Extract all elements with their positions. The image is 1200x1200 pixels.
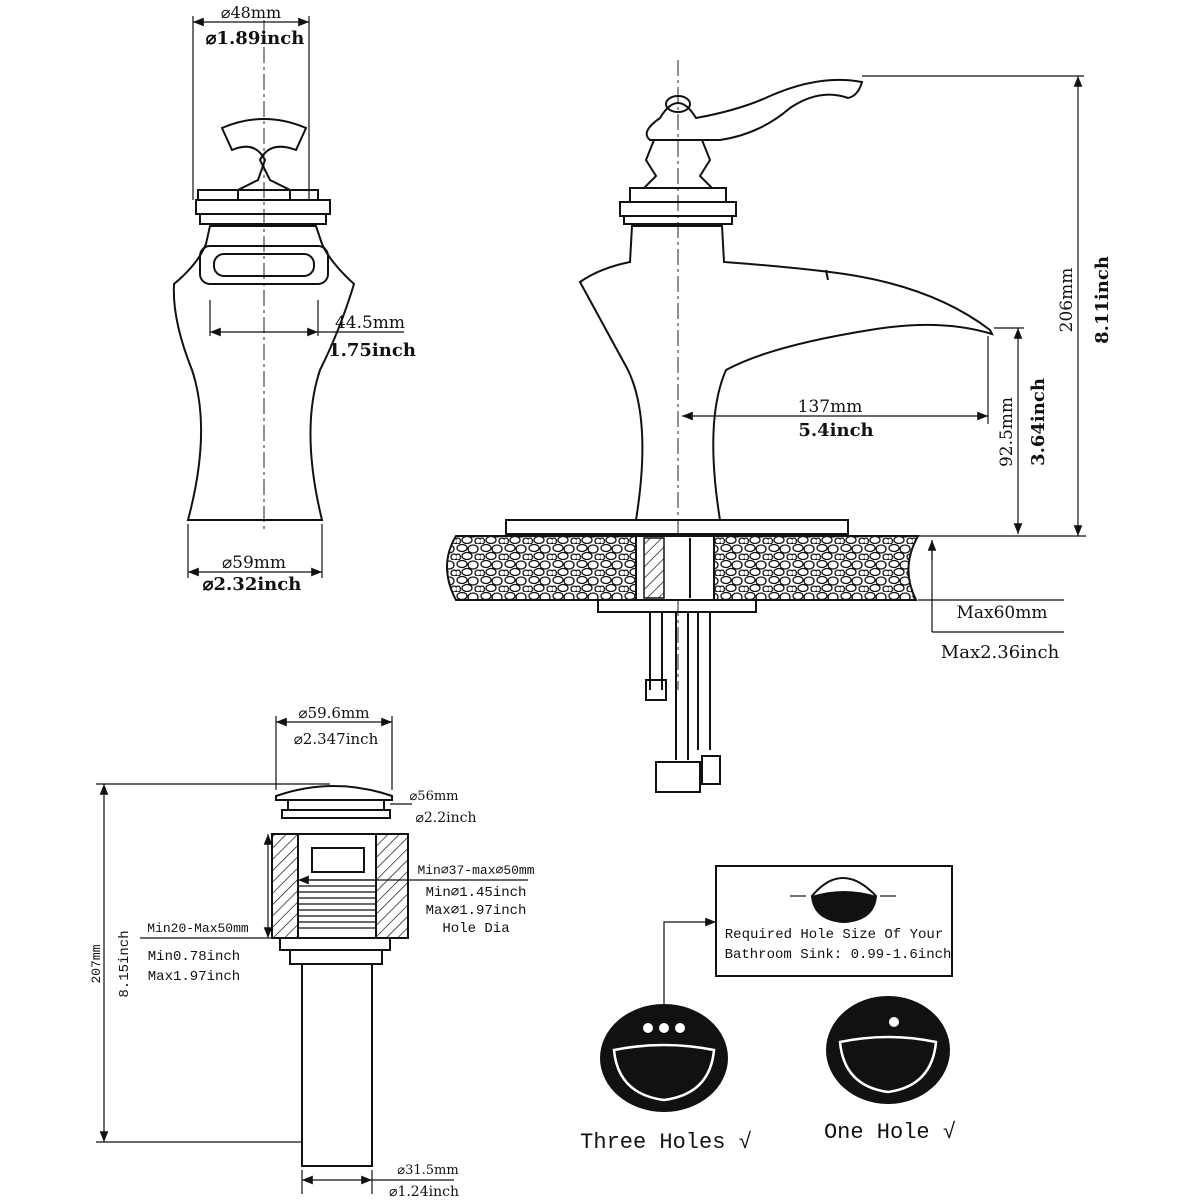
bolt-end <box>645 679 667 701</box>
drain-tail-dia-mm: ⌀31.5mm <box>397 1163 458 1178</box>
one-hole-center <box>889 1017 899 1027</box>
reach-inch: 5.4inch <box>798 420 873 441</box>
hole-info-line1: Required Hole Size Of Your <box>725 927 943 943</box>
drain-nut <box>279 937 391 951</box>
front-view: 137mm 5.4inch 92.5mm 3.64inch 206mm 8.11… <box>446 60 1113 793</box>
side-cap-base <box>195 199 331 215</box>
hole-info-box <box>715 865 953 977</box>
drain-tail-dia-inch: ⌀1.24inch <box>389 1184 459 1200</box>
side-top-dia-inch: ⌀1.89inch <box>206 28 305 49</box>
drain-flange-lip <box>281 809 391 819</box>
hole-info-connector <box>663 917 716 1016</box>
deck-max-mm: Max60mm <box>956 603 1047 623</box>
drain-hole-dia-label: Hole Dia <box>442 921 509 937</box>
side-cap-ring <box>197 189 319 201</box>
front-body <box>578 225 994 521</box>
deck-max-inch: Max2.36inch <box>941 642 1060 663</box>
drain-height-inch: 8.15inch <box>117 930 133 997</box>
three-hole-center <box>659 1023 669 1033</box>
mounting-bolt <box>643 537 665 599</box>
spout-height-inch: 3.64inch <box>1028 378 1049 466</box>
drain-view: ⌀59.6mm ⌀2.347inch ⌀56mm ⌀2.2inch Min⌀37… <box>89 704 535 1200</box>
three-hole-left <box>643 1023 653 1033</box>
side-handle <box>220 118 308 201</box>
three-holes-label: Three Holes √ <box>580 1130 752 1155</box>
drain-washer <box>289 949 383 965</box>
drain-thickness-mm: Min20-Max50mm <box>147 921 249 936</box>
drain-tailpiece <box>301 963 373 1167</box>
hose-nut-b <box>701 755 721 785</box>
reach-mm: 137mm <box>798 397 863 417</box>
drain-cap <box>275 785 393 801</box>
drain-flange-dia-mm: ⌀56mm <box>409 789 458 804</box>
hole-icon <box>812 891 876 922</box>
front-base-plate <box>505 519 849 535</box>
side-spout-opening <box>199 245 329 285</box>
side-body-width-mm: 44.5mm <box>335 313 405 333</box>
side-base-dia-mm: ⌀59mm <box>222 553 286 573</box>
drain-hole-range-mm: Min⌀37-max⌀50mm <box>417 863 534 878</box>
total-height-inch: 8.11inch <box>1092 256 1113 344</box>
one-hole-label: One Hole √ <box>824 1120 956 1145</box>
drain-flange <box>287 799 385 811</box>
front-cap-rim <box>623 215 733 225</box>
drain-hole-max-inch: Max⌀1.97inch <box>426 903 527 919</box>
front-lever-handle <box>645 78 864 141</box>
side-cap-rim <box>199 213 327 225</box>
mounting-nut-plate <box>597 599 757 613</box>
drain-flange-dia-inch: ⌀2.2inch <box>415 810 476 826</box>
one-hole-bowl <box>838 1035 938 1094</box>
side-body-width-inch: 1.75inch <box>328 340 416 361</box>
drain-overflow-slot <box>311 847 365 873</box>
side-base-dia-inch: ⌀2.32inch <box>203 574 302 595</box>
front-spout-seam <box>825 269 829 281</box>
side-view: ⌀48mm ⌀1.89inch 44.5mm 1.75inch ⌀59mm ⌀2… <box>172 3 416 595</box>
drain-thickness-min-inch: Min0.78inch <box>148 949 240 965</box>
drain-height-mm: 207mm <box>89 944 104 983</box>
side-top-dia-mm: ⌀48mm <box>221 3 281 22</box>
hole-info: Required Hole Size Of Your Bathroom Sink… <box>580 865 956 1155</box>
front-lever-knob <box>665 95 691 113</box>
three-hole-right <box>675 1023 685 1033</box>
side-spout-slot <box>213 253 315 277</box>
hose-nut-a <box>655 761 701 793</box>
spout-height-mm: 92.5mm <box>997 397 1017 467</box>
hole-info-line2: Bathroom Sink: 0.99-1.6inch <box>725 947 952 963</box>
drain-cap-dia-mm: ⌀59.6mm <box>299 704 370 722</box>
drain-cap-dia-inch: ⌀2.347inch <box>294 730 379 748</box>
drain-hole-min-inch: Min⌀1.45inch <box>426 885 527 901</box>
drain-thickness-max-inch: Max1.97inch <box>148 969 240 985</box>
three-hole-bowl <box>612 1043 716 1102</box>
total-height-mm: 206mm <box>1057 268 1077 333</box>
